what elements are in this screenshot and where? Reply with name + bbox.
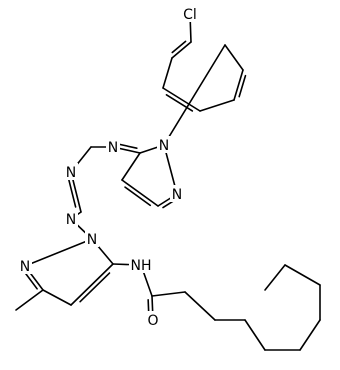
bond-methyl [15, 289, 44, 311]
atom-label-n5: N [66, 165, 76, 181]
bond-cy-3 [299, 319, 321, 351]
bond-ph-e-inner [238, 74, 247, 98]
bond-ph-c-inner [165, 94, 194, 112]
bond-ph-e [233, 69, 244, 101]
atom-label-o: O [147, 313, 158, 329]
bond-pr-1 [24, 238, 93, 267]
bond-layer [15, 13, 321, 351]
bond-pr-3 [42, 289, 72, 306]
bond-ph-a-inner [171, 40, 187, 54]
bond-ph-b [162, 57, 173, 89]
atom-n5: N [64, 163, 78, 181]
atom-label-n3: N [66, 212, 76, 228]
bond-pz-3 [121, 179, 159, 207]
atom-cl: Cl [180, 5, 200, 23]
bond-cy-5 [284, 264, 321, 286]
atom-label-np1: N [87, 232, 97, 248]
bond-pr-2-inner [23, 271, 38, 290]
bond-cy-1 [244, 319, 266, 351]
atom-label-n7: N [108, 140, 118, 156]
bond-chain-2 [184, 291, 216, 321]
bond-ph-a [171, 41, 192, 59]
atom-layer: Cl N N N N N N N [18, 5, 200, 329]
bond-ph-f [224, 44, 244, 71]
bond-pm-4-inner [67, 178, 77, 208]
bond-pz-3-inner [124, 186, 152, 207]
bond-ph-c [162, 87, 201, 112]
bond-pr-4-inner [79, 272, 111, 303]
atom-o: O [146, 311, 160, 329]
atom-n3: N [64, 210, 78, 228]
atom-label-nh: NH [131, 258, 152, 274]
bond-chain-1 [151, 291, 186, 297]
bond-pm-1-inner [117, 143, 138, 149]
atom-n1: N [157, 136, 171, 154]
bond-ph-n1 [163, 44, 226, 146]
atom-np2: N [18, 257, 32, 275]
atom-label-n1: N [159, 138, 169, 154]
atom-np1: N [85, 230, 99, 248]
atom-label-np2: N [20, 259, 30, 275]
atom-n7: N [106, 138, 120, 156]
bond-pz-2 [121, 152, 141, 181]
atom-n2: N [170, 185, 184, 203]
atom-nh: NH [129, 256, 153, 274]
atom-label-cl: Cl [183, 7, 197, 23]
bond-ph-d [199, 99, 235, 112]
bond-pr-4 [70, 263, 114, 306]
atom-label-n2: N [172, 187, 182, 203]
bond-cy-6 [264, 264, 286, 291]
